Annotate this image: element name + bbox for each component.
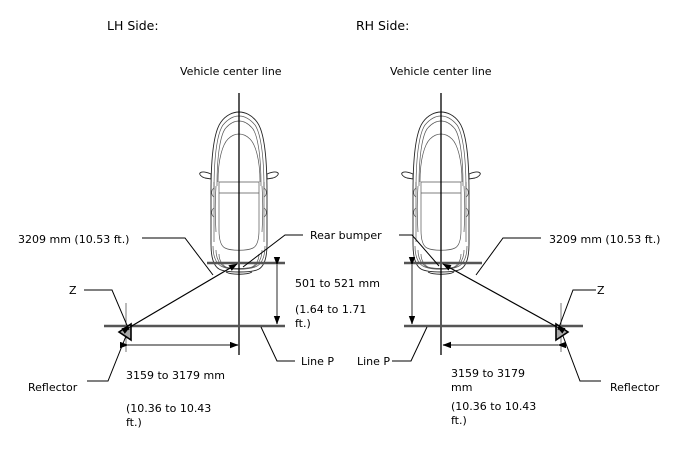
rh-line-p-leader <box>392 326 428 362</box>
lh-vehicle-center-line-label: Vehicle center line <box>180 65 282 78</box>
lh-z-leader <box>84 289 130 331</box>
lh-horizontal-dim-mm: 3159 to 3179 mm <box>126 369 225 382</box>
lh-rear-bumper-label: Rear bumper <box>310 229 382 242</box>
rh-side-group: RH Side: Vehicle center line 3209 mm (10… <box>356 18 660 427</box>
rh-z-leader <box>557 289 596 331</box>
lh-diagonal-label-leader <box>142 237 214 276</box>
lh-diagonal-label: 3209 mm (10.53 ft.) <box>18 233 129 246</box>
lh-rear-bumper-leader <box>242 234 303 268</box>
lh-vertical-dim-ft-line1: (1.64 to 1.71 <box>295 303 366 316</box>
rh-diagonal-label-leader <box>475 237 541 276</box>
lh-horizontal-dim-ft-line1: (10.36 to 10.43 <box>126 402 211 415</box>
rh-reflector-label: Reflector <box>610 381 660 394</box>
lh-reflector-label: Reflector <box>28 381 78 394</box>
rh-horizontal-dim-ft-line2: ft.) <box>451 414 467 427</box>
rh-z-label: Z <box>597 284 605 297</box>
rh-rear-bumper-leader <box>399 234 440 267</box>
lh-horizontal-dim-ft-line2: ft.) <box>126 416 142 429</box>
rh-heading: RH Side: <box>356 18 409 33</box>
lh-z-label: Z <box>69 284 77 297</box>
rh-horizontal-dim-mm-line2: mm <box>451 381 472 394</box>
lh-vertical-dim-ft-line2: ft.) <box>295 317 311 330</box>
lh-line-p-label: Line P <box>301 355 334 368</box>
rh-horizontal-dim-ft-line1: (10.36 to 10.43 <box>451 400 536 413</box>
rh-horizontal-dim-mm-line1: 3159 to 3179 <box>451 367 525 380</box>
rh-line-p-label: Line P <box>357 355 390 368</box>
rh-diagonal-dimension-line <box>442 263 566 334</box>
rh-diagonal-label: 3209 mm (10.53 ft.) <box>549 233 660 246</box>
rh-vehicle-center-line-label: Vehicle center line <box>390 65 492 78</box>
lh-side-group: LH Side: Vehicle center line 3209 mm (10… <box>18 18 382 429</box>
rh-reflector-leader <box>562 335 601 382</box>
lh-reflector-leader <box>87 335 127 382</box>
lh-vertical-dim-mm: 501 to 521 mm <box>295 277 380 290</box>
lh-diagonal-dimension-line <box>121 263 238 334</box>
lh-heading: LH Side: <box>107 18 159 33</box>
lh-line-p-leader <box>260 326 295 362</box>
